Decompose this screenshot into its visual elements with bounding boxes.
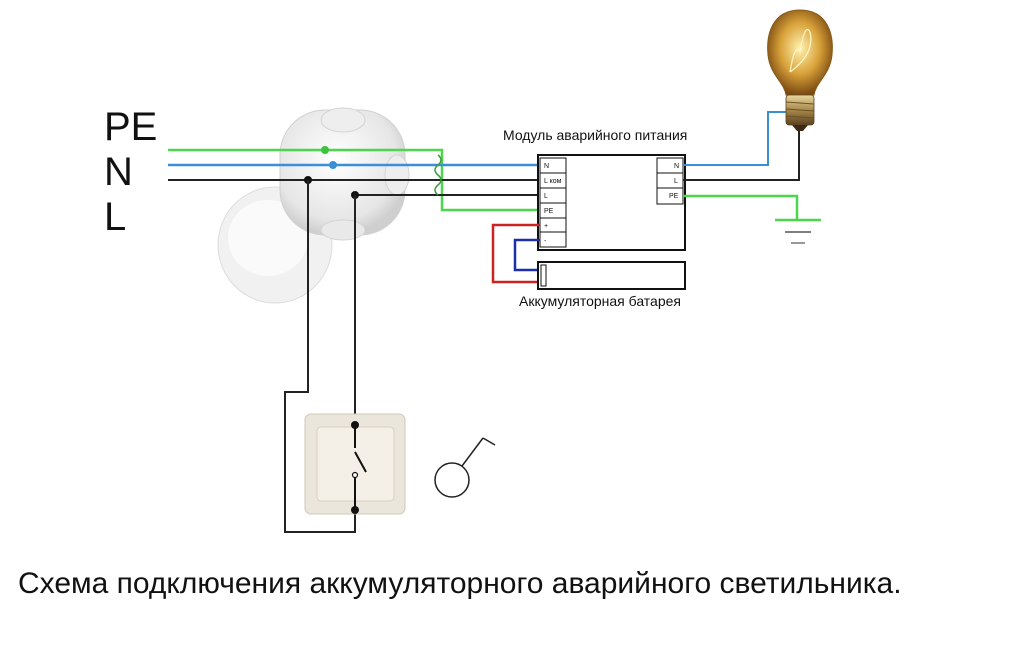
battery-minus-wire xyxy=(513,238,540,272)
junction-box-icon xyxy=(279,107,410,241)
switch-symbol-icon xyxy=(434,437,496,498)
module-terminal-plus: + xyxy=(544,223,548,230)
battery xyxy=(537,261,686,290)
n-label: N xyxy=(104,150,133,194)
module-terminal-pe-in: PE xyxy=(544,208,554,215)
lamp-l-wire xyxy=(683,125,800,181)
module-terminal-n-out: N xyxy=(674,163,679,170)
ground-symbol-icon xyxy=(775,218,821,244)
module-terminal-l-in: L xyxy=(544,193,548,200)
module-terminal-lcom-in: L ком xyxy=(544,178,562,185)
ground-pe-wire xyxy=(683,194,799,220)
light-bulb-icon xyxy=(767,9,833,131)
module-terminal-minus: - xyxy=(544,238,547,245)
switch-feed-wire xyxy=(284,180,356,533)
l-label: L xyxy=(104,195,126,239)
module-title: Модуль аварийного питания xyxy=(503,127,687,143)
battery-plus-wire xyxy=(491,223,540,284)
wire-crossing-mark xyxy=(434,154,442,196)
battery-label: Аккумуляторная батарея xyxy=(519,293,681,309)
emergency-power-module: N L ком L PE + - N L PE xyxy=(537,154,686,251)
wall-switch-icon xyxy=(304,413,406,515)
pe-junction-dot xyxy=(321,146,329,154)
lamp-n-wire xyxy=(683,111,788,166)
module-terminal-l-out: L xyxy=(674,178,678,185)
diagram-caption: Схема подключения аккумуляторного аварий… xyxy=(18,567,902,600)
module-terminal-n-in: N xyxy=(544,163,549,170)
pe-label: PE xyxy=(104,105,157,149)
n-junction-dot xyxy=(329,161,337,169)
module-terminal-pe-out: PE xyxy=(669,193,679,200)
